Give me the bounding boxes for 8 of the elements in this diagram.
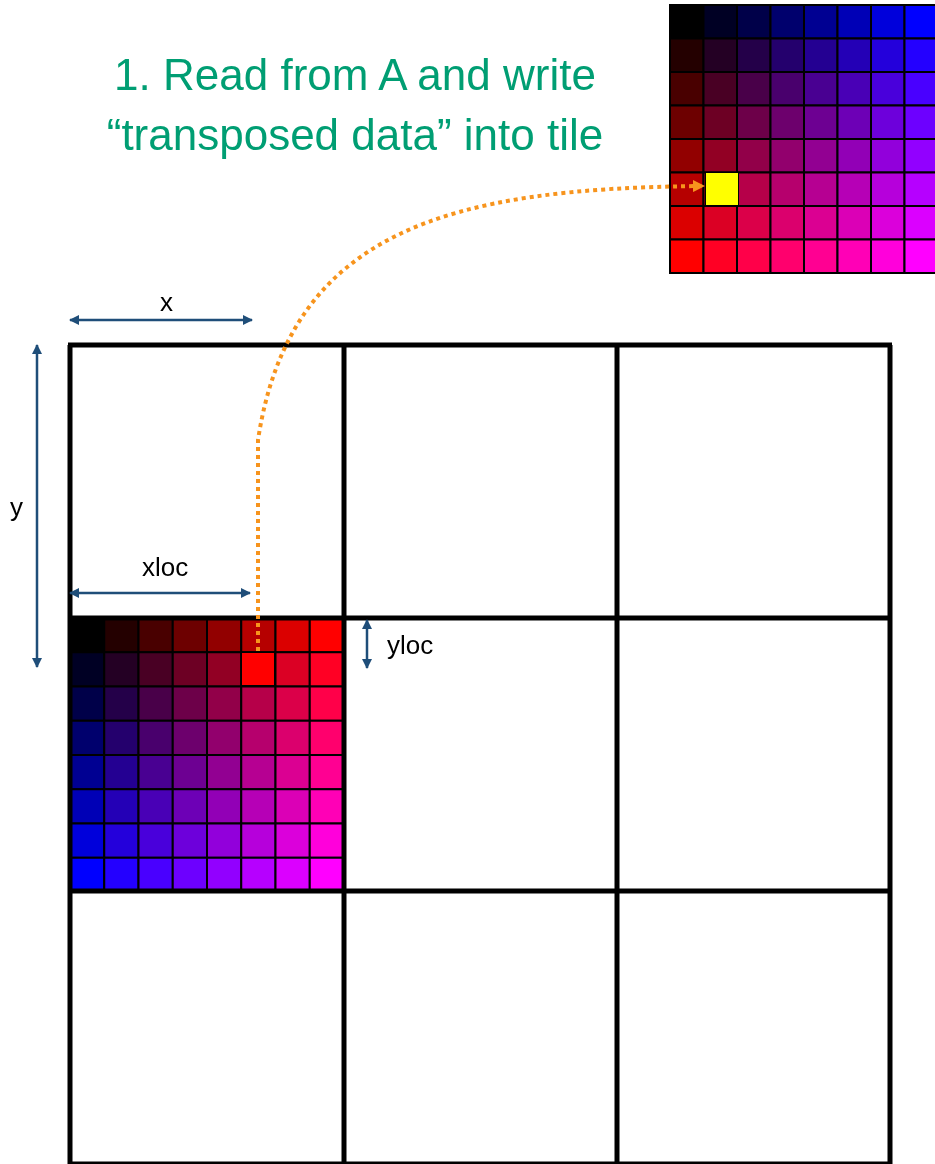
- title: 1. Read from A and write “transposed data” into tile: [105, 49, 605, 161]
- highlighted-cell: [705, 172, 739, 206]
- dimension-label: xloc: [142, 552, 189, 583]
- dimension-label: y: [10, 492, 23, 523]
- highlighted-cell: [241, 652, 275, 686]
- dimension-label: yloc: [387, 630, 434, 661]
- dimension-label: x: [160, 287, 173, 318]
- arrow: [256, 180, 705, 651]
